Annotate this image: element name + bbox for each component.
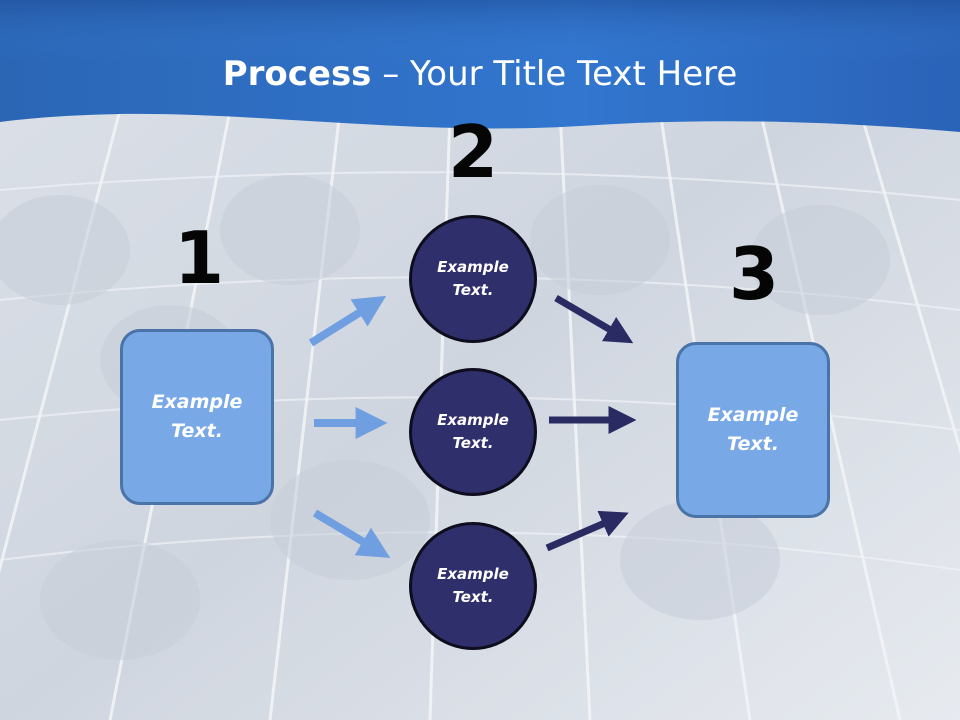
title-rest: – Your Title Text Here [371,54,738,94]
step-2-circle-bottom: Example Text. [409,522,537,650]
step-3-number: 3 [728,232,780,316]
step-3-label: Example Text. [707,404,799,455]
arrow-circle-bottom-to-box3 [545,510,629,552]
arrow-circle-top-to-box3 [554,294,634,344]
step-2-circle-top: Example Text. [409,215,537,343]
arrow-box1-to-circle-bottom [312,509,391,558]
step-1-box: Example Text. [120,329,274,505]
step-3-box: Example Text. [676,342,830,518]
step-2-item-3-label: Example Text. [437,565,509,606]
step-1-label: Example Text. [151,391,243,442]
step-1-number: 1 [173,216,225,300]
page-title: Process – Your Title Text Here [0,52,960,96]
arrow-box1-to-circle-top [308,295,387,347]
step-2-item-1-label: Example Text. [437,258,509,299]
step-2-circle-middle: Example Text. [409,368,537,496]
step-2-number: 2 [447,110,499,194]
title-bold: Process [222,54,372,94]
step-2-item-2-label: Example Text. [437,411,509,452]
